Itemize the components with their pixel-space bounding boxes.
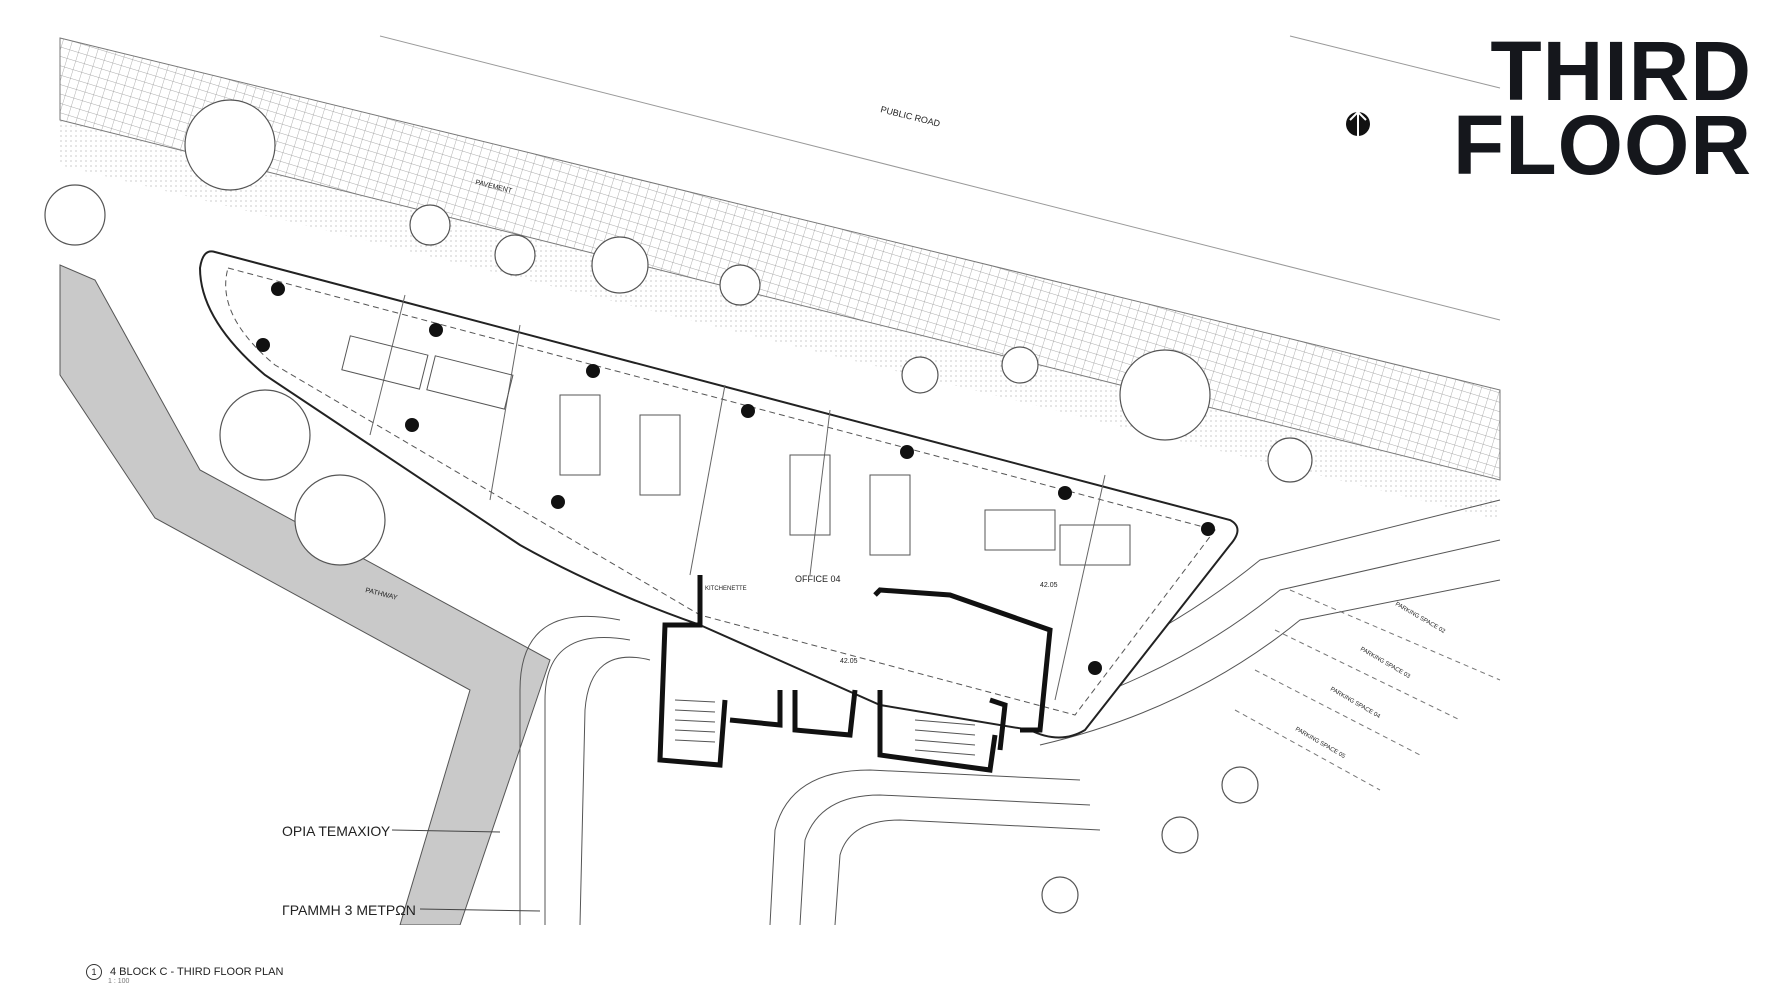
level-label-2: 42.05 [840,658,858,665]
parking-bays [1234,589,1501,791]
public-road [379,35,1501,321]
legend-leaders [391,829,541,912]
plot-boundary-label: ΟΡΙΑ ΤΕΜΑΧΙΟΥ [282,823,391,839]
parking-label-2: PARKING SPACE 02 [1394,602,1446,636]
caption-text: 4 BLOCK C - THIRD FLOOR PLAN [110,966,284,978]
trees [44,99,1313,914]
kitchenette-label: KITCHENETTE [705,586,747,592]
building-outline [198,250,1239,739]
core-walls [657,575,1053,773]
setback-line-label: ΓΡΑΜΜΗ 3 ΜΕΤΡΩΝ [282,902,416,918]
parking-label-4: PARKING SPACE 04 [1329,687,1381,721]
grid-lines [369,294,1106,701]
title-line-2: FLOOR [1453,98,1752,192]
north-arrow-icon [1346,110,1370,136]
drawing-caption: 1 4 BLOCK C - THIRD FLOOR PLAN 1 : 100 [86,964,284,985]
caption-scale: 1 : 100 [108,978,130,985]
page-title: THIRD FLOOR [1453,24,1752,192]
desks [341,335,1131,566]
parking-label-5: PARKING SPACE 05 [1294,727,1346,761]
level-label-1: 42.05 [1040,582,1058,589]
stairs [674,699,976,756]
caption-number: 1 [86,964,102,980]
title-line-1: THIRD [1490,24,1752,118]
office-label: OFFICE 04 [795,574,841,584]
public-road-label: PUBLIC ROAD [880,104,942,129]
columns [256,282,1215,675]
building-inner-line [225,267,1216,716]
